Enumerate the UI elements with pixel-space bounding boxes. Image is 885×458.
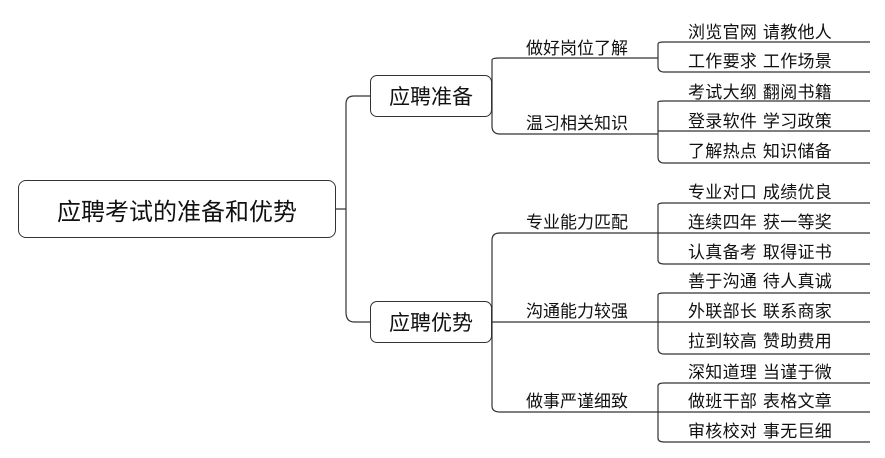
leaf-item: 外联部长 联系商家 (688, 302, 833, 322)
root-node: 应聘考试的准备和优势 (18, 180, 336, 238)
subtopic-label: 专业能力匹配 (526, 213, 628, 233)
leaf-item: 拉到较高 赞助费用 (688, 332, 833, 352)
leaf-item: 专业对口 成绩优良 (688, 183, 833, 203)
leaf-item: 考试大纲 翻阅书籍 (688, 83, 833, 103)
leaf-item: 登录软件 学习政策 (688, 112, 833, 132)
root-label: 应聘考试的准备和优势 (57, 197, 297, 226)
branch-node-advantages: 应聘优势 (370, 301, 492, 343)
leaf-item: 了解热点 知识储备 (688, 142, 833, 162)
branch-label: 应聘优势 (389, 311, 473, 335)
branch-label: 应聘准备 (389, 85, 473, 109)
leaf-item: 工作要求 工作场景 (688, 52, 833, 72)
leaf-item: 深知道理 当谨于微 (688, 363, 833, 383)
subtopic-label: 做事严谨细致 (526, 392, 628, 412)
subtopic-label: 做好岗位了解 (526, 39, 628, 59)
leaf-item: 审核校对 事无巨细 (688, 422, 833, 442)
branch-node-preparation: 应聘准备 (370, 75, 492, 117)
leaf-item: 认真备考 取得证书 (688, 243, 833, 263)
subtopic-label: 沟通能力较强 (526, 302, 628, 322)
leaf-item: 浏览官网 请教他人 (688, 23, 833, 43)
subtopic-label: 温习相关知识 (526, 114, 628, 134)
leaf-item: 做班干部 表格文章 (688, 392, 833, 412)
leaf-item: 善于沟通 待人真诚 (688, 272, 833, 292)
leaf-item: 连续四年 获一等奖 (688, 213, 833, 233)
